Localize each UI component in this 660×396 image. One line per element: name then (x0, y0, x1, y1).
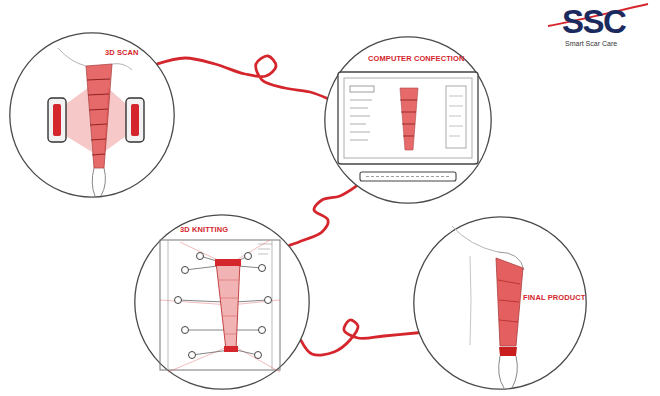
squiggle-connector (157, 56, 326, 98)
sleeve-band (224, 346, 238, 352)
process-circle: COMPUTER CONFECTION (324, 36, 492, 204)
shoulder-sketch (498, 252, 524, 270)
circle-outline (10, 33, 174, 197)
knit-rows (218, 280, 239, 334)
squiggle-connector (301, 320, 418, 355)
torso-sketch (470, 256, 471, 345)
ui-lines (350, 100, 372, 140)
step-title: 3D SCAN (105, 49, 139, 57)
yarn-feeder (259, 327, 266, 334)
scan-illustration (48, 48, 144, 196)
scanner-lens (131, 104, 139, 136)
circle-outline (9, 32, 175, 198)
yarn-feeder (189, 352, 196, 359)
computer-illustration (338, 72, 478, 181)
yarn-rays (160, 240, 280, 372)
yarn-feeder (265, 297, 272, 304)
shoulder-sketch (112, 64, 132, 70)
scan-contour (87, 79, 110, 155)
scan-beam (104, 88, 126, 152)
sleeve-contour (400, 100, 417, 136)
logo-mark: SSC (562, 5, 625, 38)
scanner-lens (53, 104, 61, 136)
squiggle-connector (289, 186, 356, 245)
process-circle: 3D SCAN (9, 32, 175, 198)
sleeve-contour (498, 280, 520, 322)
machine-notes (258, 244, 272, 254)
scanner-device (126, 98, 144, 142)
process-circle: FINAL PRODUCT (413, 216, 587, 390)
circle-outline (135, 215, 309, 389)
scan-beam (66, 88, 92, 152)
circle-outline (134, 214, 310, 390)
ui-panel (350, 86, 374, 92)
arm-scan (86, 64, 112, 168)
keyboard (360, 172, 456, 181)
yarn-feeder (182, 327, 189, 334)
circle-outline (325, 37, 491, 203)
hand-sketch (499, 356, 518, 388)
shoulder-sketch (58, 48, 86, 66)
sleeve-model (400, 88, 418, 150)
yarn-feeder-line (178, 256, 268, 355)
step-title: COMPUTER CONFECTION (368, 55, 464, 63)
yarn-feeders (175, 253, 272, 359)
step-title: 3D KNITTING (180, 226, 228, 234)
yarn-feeder (197, 253, 204, 260)
yarn-feeder (245, 253, 252, 260)
knitting-illustration (160, 240, 280, 372)
scanner-device (48, 98, 66, 142)
circle-outline (414, 217, 586, 389)
knitting-frame (160, 240, 280, 370)
process-circle: 3D KNITTING (134, 214, 310, 390)
hand-sketch (92, 168, 105, 196)
keyboard-keys (366, 176, 450, 177)
yarn-feeder (259, 265, 266, 272)
step-title: FINAL PRODUCT (523, 294, 585, 302)
compression-sleeve (496, 258, 523, 346)
neck-sketch (452, 226, 498, 252)
yarn-feeder (255, 352, 262, 359)
frame-rail (168, 240, 272, 370)
knitted-sleeve (216, 262, 240, 350)
sleeve-band (215, 259, 241, 266)
monitor-screen (344, 78, 472, 158)
wrist-band (499, 347, 517, 356)
logo-tagline: Smart Scar Care (565, 40, 617, 47)
yarn-feeder (182, 267, 189, 274)
monitor-frame (338, 72, 478, 164)
ui-panel (446, 86, 466, 148)
product-illustration (452, 226, 524, 388)
circle-outline (413, 216, 587, 390)
yarn-feeder (175, 297, 182, 304)
ui-lines (449, 96, 463, 136)
